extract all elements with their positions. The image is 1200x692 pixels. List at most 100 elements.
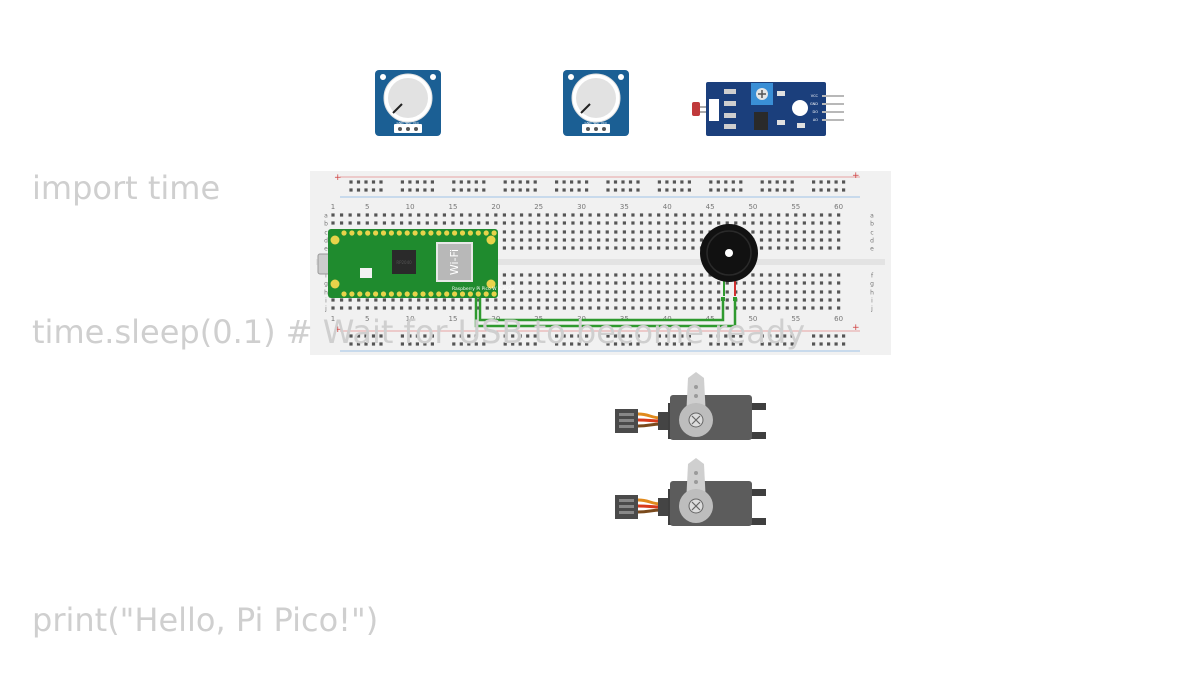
breadboard-hole[interactable] — [519, 273, 524, 277]
breadboard-hole[interactable] — [622, 281, 626, 285]
breadboard-hole[interactable] — [631, 230, 635, 234]
breadboard-hole[interactable] — [434, 306, 438, 310]
breadboard-hole[interactable] — [562, 298, 566, 302]
breadboard-hole[interactable] — [827, 188, 831, 192]
breadboard-hole[interactable] — [399, 221, 404, 225]
breadboard-hole[interactable] — [502, 273, 506, 277]
breadboard-hole[interactable] — [485, 221, 489, 225]
breadboard-hole[interactable] — [391, 213, 395, 217]
breadboard-hole[interactable] — [379, 180, 383, 184]
breadboard-hole[interactable] — [777, 298, 781, 302]
breadboard-hole[interactable] — [794, 221, 798, 225]
breadboard-hole[interactable] — [837, 238, 841, 242]
breadboard-hole[interactable] — [408, 334, 412, 338]
breadboard-hole[interactable] — [423, 334, 427, 338]
breadboard-hole[interactable] — [482, 180, 486, 184]
breadboard-hole[interactable] — [751, 213, 755, 217]
breadboard-hole[interactable] — [699, 298, 704, 302]
breadboard-hole[interactable] — [605, 298, 609, 302]
breadboard-hole[interactable] — [526, 180, 530, 184]
breadboard-hole[interactable] — [537, 238, 541, 242]
breadboard-hole[interactable] — [760, 188, 764, 192]
breadboard-hole[interactable] — [425, 221, 429, 225]
breadboard-hole[interactable] — [528, 213, 532, 217]
breadboard-hole[interactable] — [674, 306, 678, 310]
breadboard-hole[interactable] — [716, 180, 720, 184]
breadboard-hole[interactable] — [717, 281, 721, 285]
breadboard-hole[interactable] — [768, 213, 772, 217]
breadboard-hole[interactable] — [837, 213, 841, 217]
breadboard-hole[interactable] — [751, 290, 755, 294]
breadboard-hole[interactable] — [768, 334, 772, 338]
breadboard-hole[interactable] — [742, 213, 746, 217]
breadboard-hole[interactable] — [365, 306, 369, 310]
breadboard-hole[interactable] — [783, 188, 787, 192]
pico-pin[interactable] — [491, 291, 497, 297]
pico-pin[interactable] — [467, 230, 473, 236]
breadboard-hole[interactable] — [339, 213, 344, 217]
breadboard-hole[interactable] — [382, 306, 387, 310]
breadboard-hole[interactable] — [459, 213, 464, 217]
breadboard-hole[interactable] — [837, 281, 841, 285]
breadboard-hole[interactable] — [554, 290, 558, 294]
breadboard-hole[interactable] — [742, 298, 746, 302]
breadboard-hole[interactable] — [519, 230, 524, 234]
breadboard-hole[interactable] — [768, 273, 772, 277]
breadboard-hole[interactable] — [430, 334, 434, 338]
breadboard-hole[interactable] — [631, 290, 635, 294]
breadboard-hole[interactable] — [537, 306, 541, 310]
breadboard-hole[interactable] — [526, 342, 530, 346]
breadboard-hole[interactable] — [605, 306, 609, 310]
breadboard-hole[interactable] — [597, 238, 601, 242]
breadboard-hole[interactable] — [554, 306, 558, 310]
breadboard-hole[interactable] — [648, 246, 652, 250]
breadboard-hole[interactable] — [533, 180, 537, 184]
breadboard-hole[interactable] — [562, 342, 566, 346]
breadboard-hole[interactable] — [622, 246, 626, 250]
breadboard-hole[interactable] — [502, 230, 506, 234]
breadboard-hole[interactable] — [459, 306, 464, 310]
breadboard-hole[interactable] — [503, 180, 507, 184]
breadboard-hole[interactable] — [739, 334, 743, 338]
breadboard-hole[interactable] — [502, 246, 506, 250]
breadboard-hole[interactable] — [459, 221, 464, 225]
breadboard-hole[interactable] — [665, 213, 669, 217]
breadboard-hole[interactable] — [739, 180, 743, 184]
pico-pin[interactable] — [357, 291, 363, 297]
breadboard-hole[interactable] — [682, 230, 686, 234]
breadboard-hole[interactable] — [636, 180, 640, 184]
breadboard-hole[interactable] — [571, 246, 575, 250]
breadboard-hole[interactable] — [555, 334, 559, 338]
breadboard-hole[interactable] — [674, 213, 678, 217]
breadboard-hole[interactable] — [790, 180, 794, 184]
breadboard-hole[interactable] — [364, 342, 368, 346]
breadboard-hole[interactable] — [391, 221, 395, 225]
breadboard-hole[interactable] — [555, 188, 559, 192]
breadboard-hole[interactable] — [802, 230, 806, 234]
breadboard-hole[interactable] — [665, 230, 669, 234]
breadboard-hole[interactable] — [357, 306, 361, 310]
breadboard-hole[interactable] — [613, 180, 618, 184]
breadboard-hole[interactable] — [339, 221, 344, 225]
breadboard-hole[interactable] — [579, 238, 584, 242]
breadboard-hole[interactable] — [451, 298, 455, 302]
breadboard-hole[interactable] — [482, 188, 486, 192]
breadboard-hole[interactable] — [408, 342, 412, 346]
breadboard-hole[interactable] — [545, 290, 549, 294]
breadboard-hole[interactable] — [554, 246, 558, 250]
breadboard-hole[interactable] — [614, 230, 618, 234]
breadboard-hole[interactable] — [494, 306, 498, 310]
breadboard-hole[interactable] — [785, 273, 789, 277]
breadboard-hole[interactable] — [725, 306, 729, 310]
breadboard-hole[interactable] — [613, 188, 618, 192]
breadboard-hole[interactable] — [759, 290, 764, 294]
breadboard-hole[interactable] — [691, 290, 695, 294]
breadboard-hole[interactable] — [467, 342, 471, 346]
breadboard-hole[interactable] — [751, 298, 755, 302]
breadboard-hole[interactable] — [691, 298, 695, 302]
breadboard-hole[interactable] — [408, 306, 412, 310]
breadboard-hole[interactable] — [691, 221, 695, 225]
breadboard-hole[interactable] — [545, 273, 549, 277]
breadboard-hole[interactable] — [597, 281, 601, 285]
breadboard-hole[interactable] — [614, 246, 618, 250]
